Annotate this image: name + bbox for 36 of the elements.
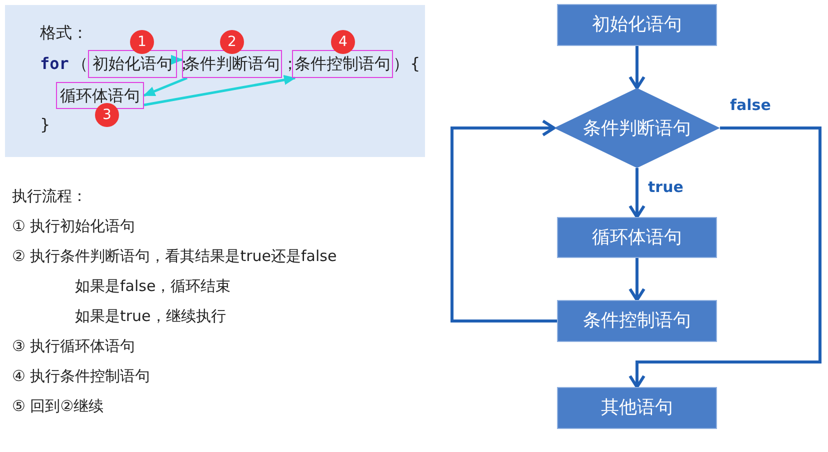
step-text: 如果是true，继续执行 xyxy=(75,307,226,326)
process-box: 其他语句 xyxy=(557,387,717,429)
step-text: ⑤ 回到②继续 xyxy=(12,397,104,416)
edge-label: false xyxy=(730,96,771,114)
arrow xyxy=(143,76,188,97)
process-box: 初始化语句 xyxy=(557,4,717,46)
section-heading: 执行流程： xyxy=(12,187,87,206)
decision-text: 条件判断语句 xyxy=(582,117,692,140)
decision-diamond xyxy=(554,88,720,168)
highlight-box: 初始化语句 xyxy=(88,50,177,78)
process-box: 条件控制语句 xyxy=(557,300,717,342)
code-text: （ xyxy=(72,54,88,75)
step-text: ④ 执行条件控制语句 xyxy=(12,367,150,386)
step-text: ① 执行初始化语句 xyxy=(12,217,136,236)
arrow xyxy=(450,120,557,322)
arrow xyxy=(628,168,646,218)
arrow xyxy=(144,75,296,106)
process-box: 循环体语句 xyxy=(557,217,717,258)
arrow xyxy=(628,258,646,302)
callout-number: 3 xyxy=(95,103,119,127)
callout-number: 2 xyxy=(220,30,244,54)
code-text: } xyxy=(40,115,50,134)
arrow xyxy=(171,54,183,65)
code-panel xyxy=(5,5,425,157)
code-keyword: for xyxy=(40,54,69,73)
callout-number: 4 xyxy=(331,30,355,54)
code-text: ） xyxy=(393,54,409,75)
arrow xyxy=(628,126,822,388)
edge-label: true xyxy=(648,178,684,196)
format-heading: 格式： xyxy=(40,23,88,44)
step-text: 如果是false，循环结束 xyxy=(75,277,231,296)
step-text: ③ 执行循环体语句 xyxy=(12,337,136,356)
step-text: ② 执行条件判断语句，看其结果是true还是false xyxy=(12,247,337,266)
code-text: { xyxy=(410,54,420,73)
callout-number: 1 xyxy=(130,30,154,54)
arrow xyxy=(628,46,646,90)
